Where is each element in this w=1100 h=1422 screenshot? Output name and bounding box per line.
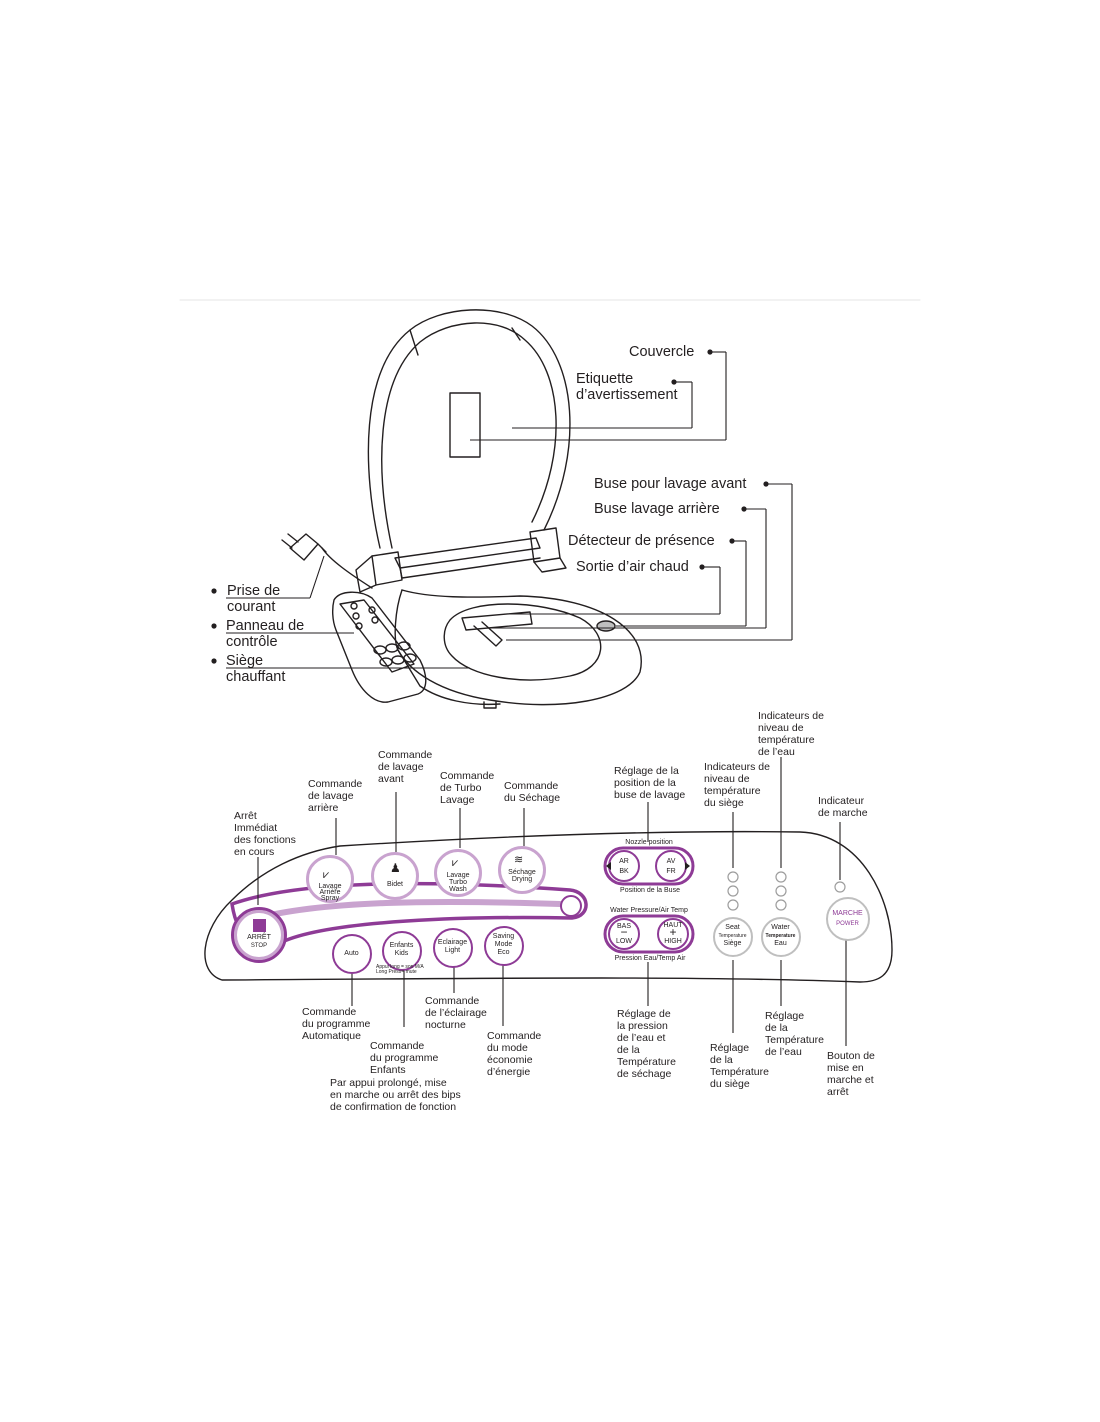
seat-temperature-button[interactable]: Seat Temperature Siège xyxy=(713,917,753,957)
pressure-low-en: LOW xyxy=(616,938,632,945)
stop-label: ARRÊT xyxy=(247,934,271,941)
turbo-label-1: Lavage xyxy=(446,872,470,879)
label-seat-2: chauffant xyxy=(226,669,286,685)
eco-label-2: Mode xyxy=(494,941,513,948)
kids-note-2: Long Press= mute xyxy=(376,969,417,975)
light-label-1: Eclairage xyxy=(437,939,468,946)
nozzle-front-button[interactable]: AV FR xyxy=(656,851,686,881)
pressure-low-button[interactable]: BAS − LOW xyxy=(609,919,639,949)
light-label-2: Light xyxy=(444,947,461,954)
kids-button[interactable]: Enfants Kids xyxy=(382,931,422,971)
rear-wash-label-1: Lavage xyxy=(318,883,342,890)
label-panel-1: Panneau de xyxy=(226,618,305,634)
nozzle-caption: Position de la Buse xyxy=(620,887,680,894)
nozzle-front-fr: AV xyxy=(666,858,676,865)
water-temp-label-2: Temperature xyxy=(765,933,796,939)
stop-sublabel: STOP xyxy=(250,943,268,949)
label-plug-2: courant xyxy=(227,599,276,615)
minus-icon: − xyxy=(620,925,628,939)
nozzle-title: Nozzle position xyxy=(625,839,673,846)
drying-label-2: Drying xyxy=(511,876,533,883)
eco-mode-button[interactable]: Saving Mode Eco xyxy=(484,926,524,966)
label-warning-1: Etiquette xyxy=(576,371,634,387)
label-seat-1: Siège xyxy=(226,653,264,669)
pressure-title: Water Pressure/Air Temp xyxy=(610,907,688,914)
water-temperature-button[interactable]: Water Temperature Eau xyxy=(761,917,801,957)
pressure-caption: Pression Eau/Temp Air xyxy=(614,955,686,962)
turbo-label-2: Turbo xyxy=(448,879,468,886)
nozzle-front-en: FR xyxy=(666,868,676,875)
label-warning-2: d’avertissement xyxy=(576,387,678,403)
night-light-button[interactable]: Eclairage Light xyxy=(433,928,473,968)
plus-icon: + xyxy=(669,925,677,939)
drying-label-1: Séchage xyxy=(508,869,536,876)
label-panel-2: contrôle xyxy=(226,634,278,650)
pressure-low-fr: BAS xyxy=(616,923,631,930)
water-temp-label-1: Water xyxy=(771,924,790,931)
drying-button[interactable]: ≋ Séchage Drying xyxy=(498,846,546,894)
rear-wash-button[interactable]: ⩗ Lavage Arrière Spray xyxy=(306,855,354,903)
label-lid: Couvercle xyxy=(629,344,695,360)
pressure-high-en: HIGH xyxy=(664,938,682,945)
rear-spray-icon: ⩗ xyxy=(323,869,330,881)
power-button[interactable]: MARCHE POWER xyxy=(826,897,870,941)
kids-note-1: Appui long = son M/A xyxy=(376,964,424,970)
rear-wash-label-2: Arrière xyxy=(319,889,341,896)
nozzle-back-button[interactable]: AR BK xyxy=(609,851,639,881)
nozzle-back-en: BK xyxy=(619,868,629,875)
turbo-label-3: Wash xyxy=(449,886,467,893)
bidet-label: Bidet xyxy=(387,881,403,888)
pressure-high-fr: HAUT xyxy=(663,922,683,929)
label-front-nozzle: Buse pour lavage avant xyxy=(594,476,747,492)
bidet-icon: ♟ xyxy=(390,861,401,875)
label-presence-sensor: Détecteur de présence xyxy=(568,533,715,549)
turbo-spray-icon: ⩗ xyxy=(452,857,459,869)
water-temp-label-3: Eau xyxy=(774,940,787,947)
nozzle-back-fr: AR xyxy=(619,858,629,865)
eco-label-3: Eco xyxy=(497,949,510,956)
label-plug-1: Prise de xyxy=(227,583,281,599)
power-label-1: MARCHE xyxy=(832,910,863,917)
kids-label-1: Enfants xyxy=(389,942,414,949)
stop-square-icon xyxy=(253,919,266,932)
label-hot-air: Sortie d’air chaud xyxy=(576,559,689,575)
air-drying-icon: ≋ xyxy=(514,854,524,866)
turbo-wash-button[interactable]: ⩗ Lavage Turbo Wash xyxy=(434,849,482,897)
seat-temp-label-3: Siège xyxy=(723,940,742,947)
label-rear-nozzle: Buse lavage arrière xyxy=(594,501,720,517)
pressure-high-button[interactable]: HAUT + HIGH xyxy=(658,919,688,949)
eco-label-1: Saving xyxy=(492,933,515,940)
seat-temp-label-2: Temperature xyxy=(718,933,747,939)
auto-button[interactable]: Auto xyxy=(332,934,372,974)
rear-wash-label-3: Spray xyxy=(320,895,340,902)
auto-label: Auto xyxy=(344,950,359,957)
bidet-button[interactable]: ♟ Bidet xyxy=(371,852,419,900)
stop-button[interactable]: ARRÊT STOP xyxy=(231,907,287,963)
power-label-2: POWER xyxy=(836,921,859,927)
kids-label-2: Kids xyxy=(394,950,409,957)
seat-temp-label-1: Seat xyxy=(725,924,740,931)
